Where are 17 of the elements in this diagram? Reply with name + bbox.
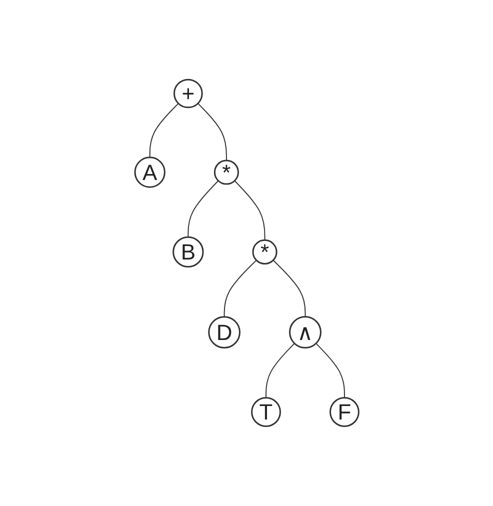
connector — [197, 103, 227, 162]
connector — [148, 103, 179, 158]
connector — [315, 343, 345, 399]
node-circle: * — [214, 160, 239, 186]
node-circle: D — [208, 316, 240, 349]
connector — [187, 180, 218, 238]
node-circle: * — [252, 240, 277, 265]
node-circle: ∧ — [288, 316, 322, 349]
node-circle: A — [134, 156, 166, 188]
connector — [272, 260, 306, 318]
connector — [265, 343, 295, 399]
node-circle: B — [172, 236, 204, 268]
node-circle: T — [250, 397, 281, 428]
connector — [223, 260, 257, 318]
connector — [234, 180, 265, 241]
node-circle: F — [329, 397, 360, 428]
node-circle: + — [173, 79, 202, 108]
